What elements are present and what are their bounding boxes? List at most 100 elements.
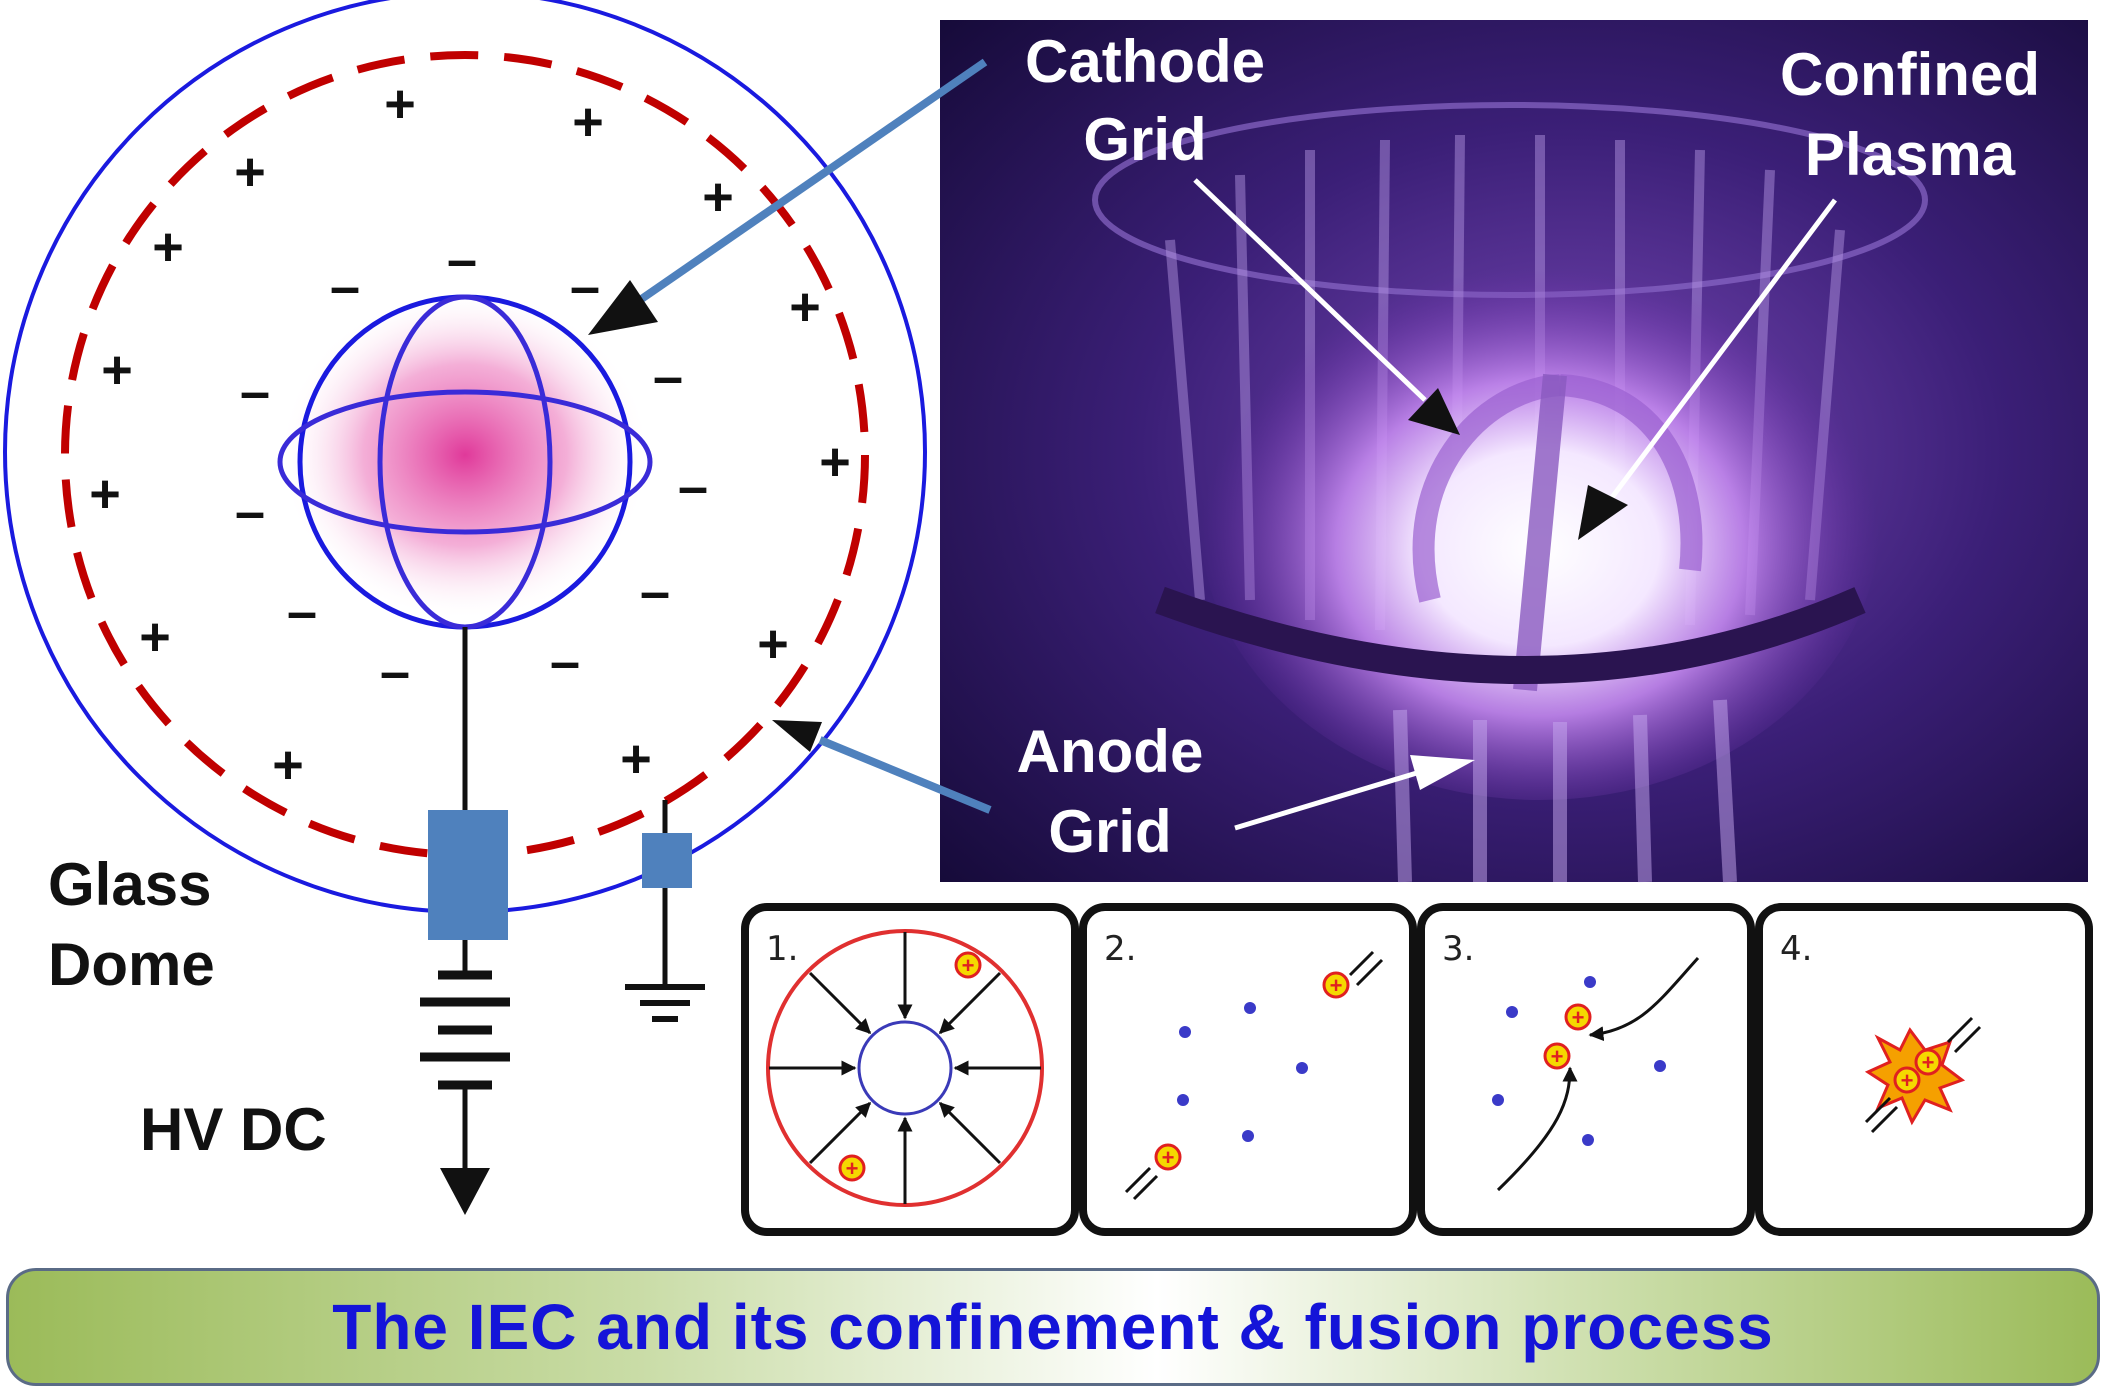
plus-sign: + [819,432,851,492]
anode-grid-label-line2: Grid [1048,798,1171,865]
plus-sign: + [234,142,266,202]
plasma-photo: Cathode Grid Confined Plasma Anode Grid [940,20,2088,883]
ion-trajectory-lower [1496,1066,1578,1192]
ion: + [1154,1143,1182,1171]
iec-schematic: + + + + + + + + + + + + + – – – – – – – … [3,0,927,1215]
photo-white-arrows [1193,178,1837,831]
minus-sign: – [235,482,265,542]
cathode-grid-horizontal-ring [277,389,653,535]
anode-lower-rim [1155,586,1866,684]
hv-dc-label: HV DC [140,1096,327,1163]
anode-pointer-line [818,736,992,814]
plus-sign: + [572,92,604,152]
plus-sign: + [702,167,734,227]
panel-frame [741,903,1079,1236]
panel-number: 1. [766,929,798,969]
cathode-stalk-photo [1513,373,1567,692]
svg-text:+: + [1162,1145,1175,1170]
cathode-grid-arrowhead [1408,388,1460,435]
svg-text:+: + [1922,1050,1935,1075]
svg-text:+: + [1330,973,1343,998]
panel-frame [1417,903,1755,1236]
motion-lines [1864,1016,1982,1134]
minus-sign: – [380,642,410,702]
ion: + [1914,1048,1942,1076]
motion-lines [1348,950,1384,987]
minus-sign: – [653,347,683,407]
minus-sign: – [570,257,600,317]
minus-sign: – [330,257,360,317]
minus-sign: – [640,562,670,622]
confined-plasma-label-line1: Confined [1780,41,2040,108]
svg-text:+: + [1551,1044,1564,1069]
svg-text:+: + [846,1156,859,1181]
svg-text:+: + [1572,1005,1585,1030]
ion: + [838,1154,866,1182]
anode-feedthrough [642,833,692,888]
minus-sign: – [447,230,477,290]
caption-bar: The IEC and its confinement & fusion pro… [6,1268,2100,1386]
plus-sign: + [139,607,171,667]
figure-caption: The IEC and its confinement & fusion pro… [332,1291,1774,1363]
plus-sign: + [620,729,652,789]
cathode-pointer-line [637,58,988,304]
svg-text:+: + [962,953,975,978]
anode-grid-arrow [1234,769,1421,831]
minus-sign: – [240,362,270,422]
process-panel-3: 3. + + [1417,903,1755,1236]
anode-grid-arrowhead [1410,755,1475,790]
svg-text:+: + [1901,1068,1914,1093]
confined-plasma-label-line2: Plasma [1805,121,2016,188]
cathode-grid-arrow [1193,178,1427,402]
cathode-grid-label-line2: Grid [1083,106,1206,173]
ion: + [1893,1066,1921,1094]
panel-number: 4. [1780,929,1812,969]
panel-number: 2. [1104,929,1136,969]
plus-sign: + [757,614,789,674]
cathode-ring [857,1020,953,1116]
anode-pointer-head [772,720,822,752]
process-panel-1: 1. + + [741,903,1079,1236]
minus-sign: – [550,632,580,692]
ion-trajectory-upper [1588,956,1700,1042]
ground-symbol [625,984,705,1022]
confined-plasma-arrow [1608,198,1837,502]
cathode-loop-right [1559,374,1703,572]
ion: + [954,951,982,979]
anode-lower-bars [1393,699,1737,883]
negative-charges: – – – – – – – – – – – [235,230,708,702]
cathode-grid-label-line1: Cathode [1025,28,1265,95]
ion: + [1564,1003,1592,1031]
plus-sign: + [384,74,416,134]
cathode-grid-dots [1492,976,1666,1146]
anode-grid-label-line1: Anode [1017,718,1204,785]
cathode-feedthrough [428,810,508,940]
confined-plasma-arrowhead [1578,485,1628,540]
hv-output-arrow [440,1168,490,1215]
plasma-core [280,290,650,620]
cathode-loop-left [1412,374,1562,603]
cathode-pointer-head [588,280,658,335]
plus-sign: + [152,217,184,277]
minus-sign: – [287,582,317,642]
ion: + [1322,971,1350,999]
cathode-grid-dots [1177,1002,1308,1142]
anode-ring [766,929,1044,1207]
process-panel-2: 2. + + [1079,903,1417,1236]
ion: + [1543,1042,1571,1070]
glass-dome-label-line2: Dome [48,931,215,998]
positive-charges: + + + + + + + + + + + + + [89,74,851,795]
panel-number: 3. [1442,929,1474,969]
plus-sign: + [272,735,304,795]
motion-lines [1124,1166,1159,1201]
hv-battery-symbol [420,970,510,1090]
process-panel-4: 4. + + [1755,903,2093,1236]
plus-sign: + [101,340,133,400]
inward-field-arrows [769,932,1041,1204]
minus-sign: – [678,457,708,517]
glass-dome-label-line1: Glass [48,851,211,918]
process-panels: 1. + + 2. [741,903,2093,1236]
plus-sign: + [89,464,121,524]
